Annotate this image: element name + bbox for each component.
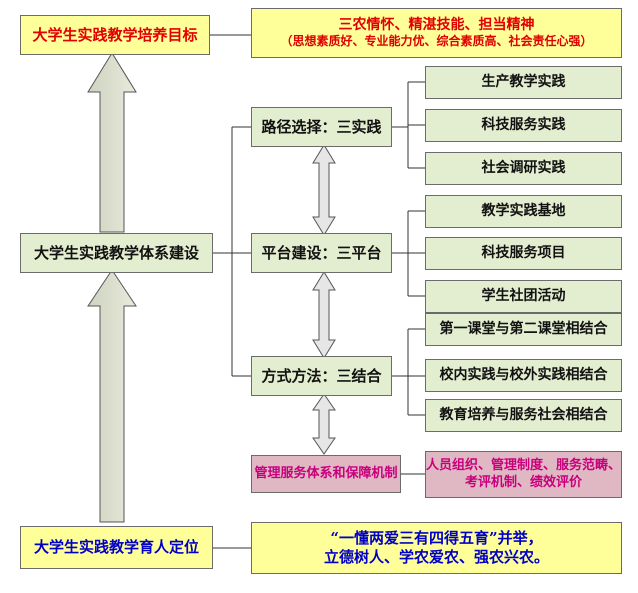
management-box: 管理服务体系和保障机制: [251, 455, 401, 493]
up-arrow-bottom: [87, 269, 137, 523]
double-arrow-1: [312, 144, 336, 236]
management-detail-line-1: 人员组织、管理制度、服务范畴、: [426, 458, 622, 474]
management-detail-box: 人员组织、管理制度、服务范畴、 考评机制、绩效评价: [425, 451, 622, 498]
path-selection-box: 路径选择：三实践: [251, 107, 392, 147]
up-arrow-top: [87, 52, 137, 233]
method-item-3: 教育培养与服务社会相结合: [425, 399, 622, 432]
practice-item-3: 社会调研实践: [425, 152, 622, 185]
double-arrow-2: [312, 271, 336, 359]
practice-item-1-label: 生产教学实践: [481, 73, 566, 90]
management-label: 管理服务体系和保障机制: [254, 465, 398, 481]
positioning-line-2: 立德树人、学农爱农、强农兴农。: [323, 548, 549, 566]
training-goal-box: 大学生实践教学培养目标: [20, 15, 210, 55]
platform-item-1-label: 教学实践基地: [481, 202, 566, 219]
platform-item-2: 科技服务项目: [425, 237, 622, 270]
method-item-1: 第一课堂与第二课堂相结合: [425, 313, 622, 346]
platform-item-3: 学生社团活动: [425, 280, 622, 313]
path-selection-label: 路径选择：三实践: [261, 117, 382, 136]
practice-item-1: 生产教学实践: [425, 66, 622, 99]
method-item-2-label: 校内实践与校外实践相结合: [439, 366, 608, 383]
goal-description-box: 三农情怀、精湛技能、担当精神 （思想素质好、专业能力优、综合素质高、社会责任心强…: [251, 8, 622, 58]
positioning-line-1: “一懂两爱三有四得五育”并举，: [330, 529, 543, 548]
platform-building-box: 平台建设：三平台: [251, 233, 392, 273]
system-building-label: 大学生实践教学体系建设: [33, 243, 199, 262]
practice-item-2-label: 科技服务实践: [481, 116, 566, 133]
method-item-1-label: 第一课堂与第二课堂相结合: [439, 320, 608, 337]
method-item-3-label: 教育培养与服务社会相结合: [439, 406, 608, 423]
method-item-2: 校内实践与校外实践相结合: [425, 359, 622, 392]
positioning-label: 大学生实践教学育人定位: [33, 538, 199, 557]
method-label: 方式方法：三结合: [261, 366, 382, 385]
practice-item-2: 科技服务实践: [425, 109, 622, 142]
management-detail-line-2: 考评机制、绩效评价: [464, 474, 582, 490]
goal-line-1: 三农情怀、精湛技能、担当精神: [338, 16, 535, 33]
platform-item-2-label: 科技服务项目: [481, 244, 566, 261]
training-goal-label: 大学生实践教学培养目标: [32, 25, 198, 44]
platform-item-1: 教学实践基地: [425, 195, 622, 228]
double-arrow-3: [312, 393, 336, 455]
platform-item-3-label: 学生社团活动: [481, 287, 566, 304]
positioning-box: 大学生实践教学育人定位: [20, 526, 213, 569]
practice-item-3-label: 社会调研实践: [481, 159, 566, 176]
positioning-description-box: “一懂两爱三有四得五育”并举， 立德树人、学农爱农、强农兴农。: [251, 522, 622, 574]
method-box: 方式方法：三结合: [251, 356, 392, 396]
platform-building-label: 平台建设：三平台: [261, 243, 382, 262]
goal-line-2: （思想素质好、专业能力优、综合素质高、社会责任心强）: [280, 34, 593, 49]
system-building-box: 大学生实践教学体系建设: [20, 233, 213, 273]
